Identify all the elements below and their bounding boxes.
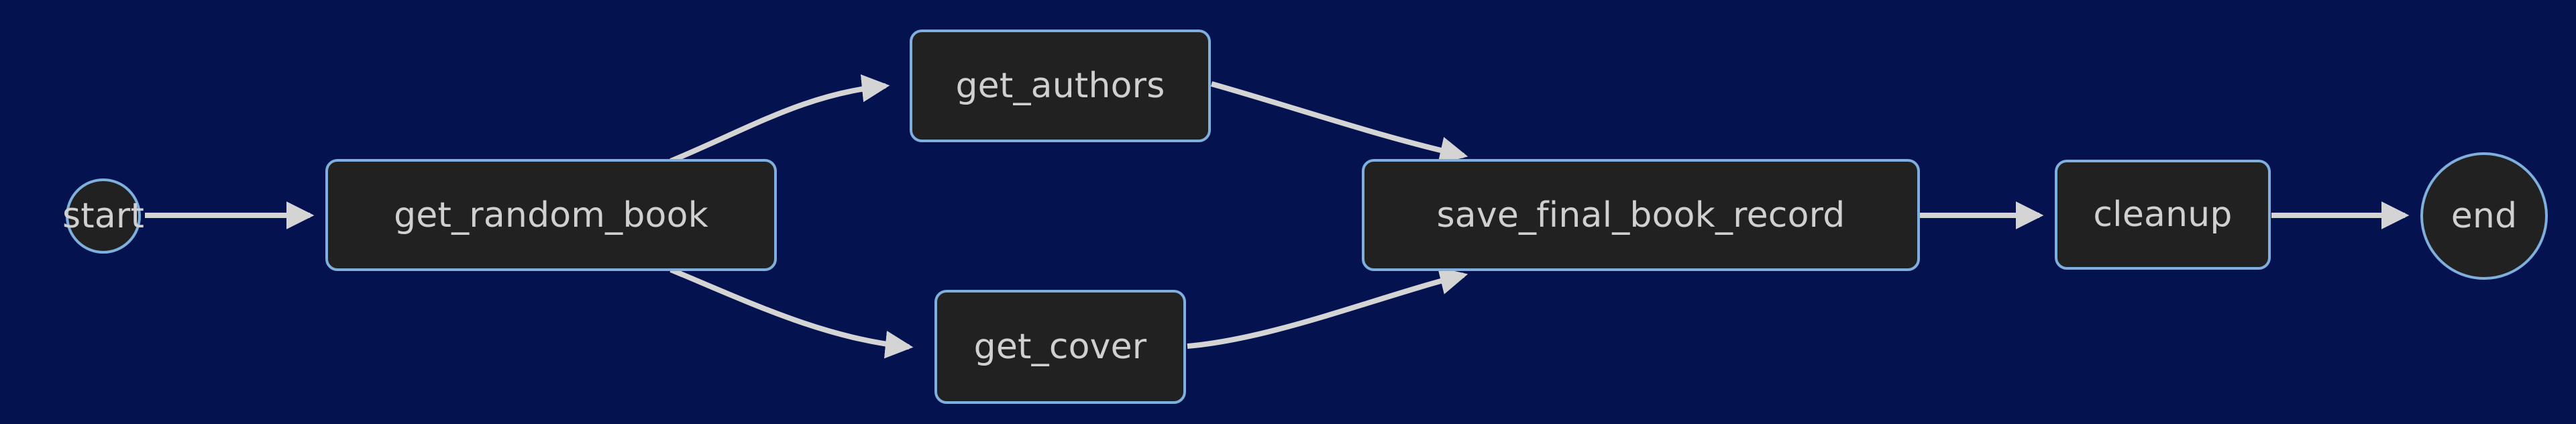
node-label-get_random_book: get_random_book	[394, 195, 708, 235]
node-label-cleanup: cleanup	[2093, 195, 2233, 235]
node-end[interactable]: end	[2420, 152, 2548, 280]
node-get_cover[interactable]: get_cover	[934, 290, 1186, 404]
node-start[interactable]: start	[62, 178, 144, 254]
node-label-get_cover: get_cover	[973, 327, 1147, 367]
node-get_random_book[interactable]: get_random_book	[325, 159, 777, 271]
node-label-end: end	[2451, 196, 2518, 236]
node-get_authors[interactable]: get_authors	[910, 30, 1211, 142]
edge-get_random_book-to-get_cover	[669, 267, 914, 359]
edge-get_authors-to-save_final_book_record	[1210, 81, 1468, 164]
node-save_final_book_record[interactable]: save_final_book_record	[1362, 159, 1920, 271]
node-label-save_final_book_record: save_final_book_record	[1436, 195, 1845, 235]
node-label-get_authors: get_authors	[955, 66, 1165, 106]
node-cleanup[interactable]: cleanup	[2055, 160, 2271, 270]
edge-get_cover-to-save_final_book_record	[1187, 267, 1468, 349]
node-label-start: start	[62, 196, 145, 236]
edge-get_random_book-to-get_authors	[669, 74, 890, 164]
edge-group	[145, 74, 2410, 359]
